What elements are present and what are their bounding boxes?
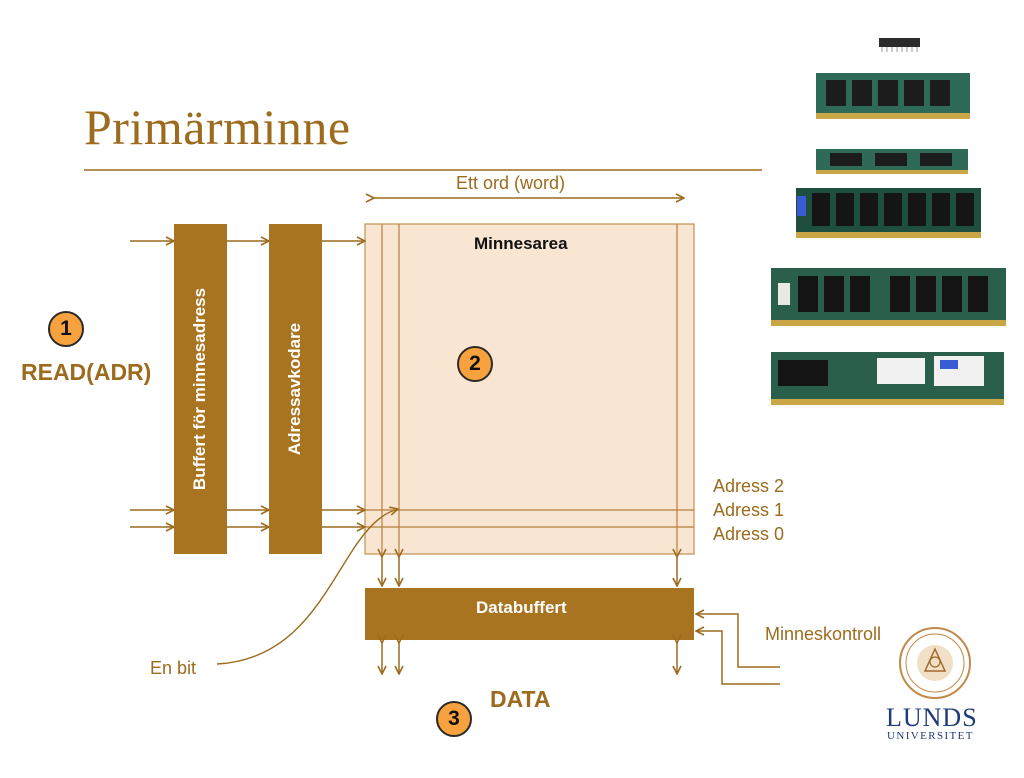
input-arrows: [130, 241, 365, 527]
data-buffer-label: Databuffert: [476, 598, 567, 617]
memory-module-pictures: [771, 38, 1006, 405]
address-label-0: Adress 0: [713, 524, 785, 544]
step-badge-2: 2: [457, 346, 493, 382]
sdram-dimm-picture: [771, 352, 1004, 405]
page-title: Primärminne: [84, 99, 351, 155]
memory-area: [364, 223, 695, 555]
university-logo-name: LUNDS: [886, 703, 978, 732]
memory-area-label: Minnesarea: [474, 234, 568, 253]
step-badge-1: 1: [48, 311, 84, 347]
data-label: DATA: [490, 686, 551, 712]
memory-bit-columns: [381, 224, 678, 554]
university-logo-subtitle: UNIVERSITET: [887, 730, 974, 742]
memory-control-lines: [696, 614, 780, 685]
address-label-1: Adress 1: [713, 500, 785, 520]
word-width-label: Ett ord (word): [456, 173, 566, 193]
dimm-picture: [771, 268, 1006, 326]
memory-control-label: Minneskontroll: [765, 624, 882, 644]
address-buffer-block: [174, 224, 227, 554]
bit-label: En bit: [150, 658, 197, 678]
address-row-lines: [365, 509, 694, 528]
step-badge-3: 3: [436, 701, 472, 737]
dip-chip-picture: [879, 38, 920, 52]
simm-double-picture: [796, 188, 981, 238]
read-command-label: READ(ADR): [21, 359, 152, 385]
address-decoder-label: Adressavkodare: [285, 322, 304, 456]
simm-30pin-picture: [816, 73, 970, 119]
address-buffer-label: Buffert för minnesadress: [190, 287, 209, 491]
data-buffer-block: [365, 588, 694, 640]
address-decoder-block: [269, 224, 322, 554]
bit-pointer-line: [216, 509, 398, 665]
data-flow-arrows: [382, 557, 677, 674]
address-label-2: Adress 2: [713, 476, 785, 496]
lund-seal-picture: [899, 627, 971, 699]
simm-72pin-picture: [816, 149, 968, 174]
